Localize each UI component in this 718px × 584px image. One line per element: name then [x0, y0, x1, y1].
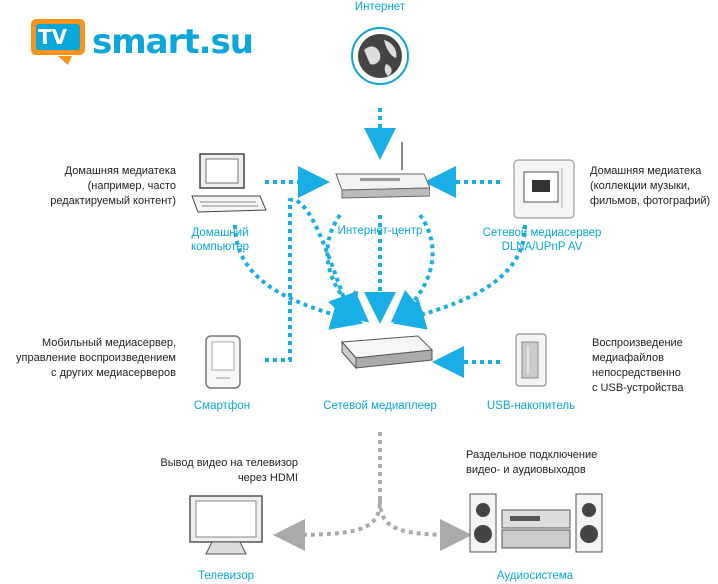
- pc-description: Домашняя медиатека (например, часто реда…: [50, 165, 176, 207]
- link-router-side: [325, 213, 370, 323]
- tv-icon: [189, 495, 263, 555]
- usb-description: Воспроизведение медиафайлов непосредстве…: [592, 337, 684, 394]
- logo-text: smart.su: [92, 22, 254, 62]
- smartphone-icon: [205, 335, 241, 389]
- link-player-tv: [273, 432, 382, 551]
- usb-drive-icon: [515, 333, 547, 387]
- link-smartphone-player: [265, 197, 359, 362]
- logo-tv-badge-icon: [29, 17, 87, 65]
- audio-system-icon: [469, 493, 603, 553]
- nas-description: Домашняя медиатека (коллекции музыки, фи…: [590, 165, 711, 207]
- smartphone-label: Смартфон: [193, 400, 251, 412]
- nas-label: Сетевой медиасервер DLNA/UPnP AV: [482, 227, 602, 253]
- link-pc-player: [233, 224, 364, 330]
- globe-icon: [351, 27, 409, 85]
- logo-badge-text: TV: [38, 25, 68, 49]
- desktop-computer-icon: [191, 153, 267, 213]
- tv-label: Телевизор: [198, 570, 254, 582]
- audio-description: Раздельное подключение видео- и аудиовых…: [466, 449, 598, 476]
- audio-label: Аудиосистема: [496, 570, 574, 582]
- router-label: Интернет-центр: [337, 225, 423, 237]
- link-player-audio: [378, 499, 472, 551]
- smartphone-description: Мобильный медиасервер, управление воспро…: [16, 337, 176, 379]
- media-player-icon: [340, 335, 434, 370]
- router-icon: [335, 142, 430, 199]
- media-server-icon: [513, 159, 575, 219]
- usb-label: USB-накопитель: [486, 400, 576, 412]
- tv-description: Вывод видео на телевизор через HDMI: [160, 457, 298, 484]
- player-label: Сетевой медиаплеер: [323, 400, 437, 412]
- internet-label: Интернет: [354, 1, 406, 13]
- link-router-side-r: [390, 213, 435, 323]
- pc-label: Домашний компьютер: [191, 227, 249, 253]
